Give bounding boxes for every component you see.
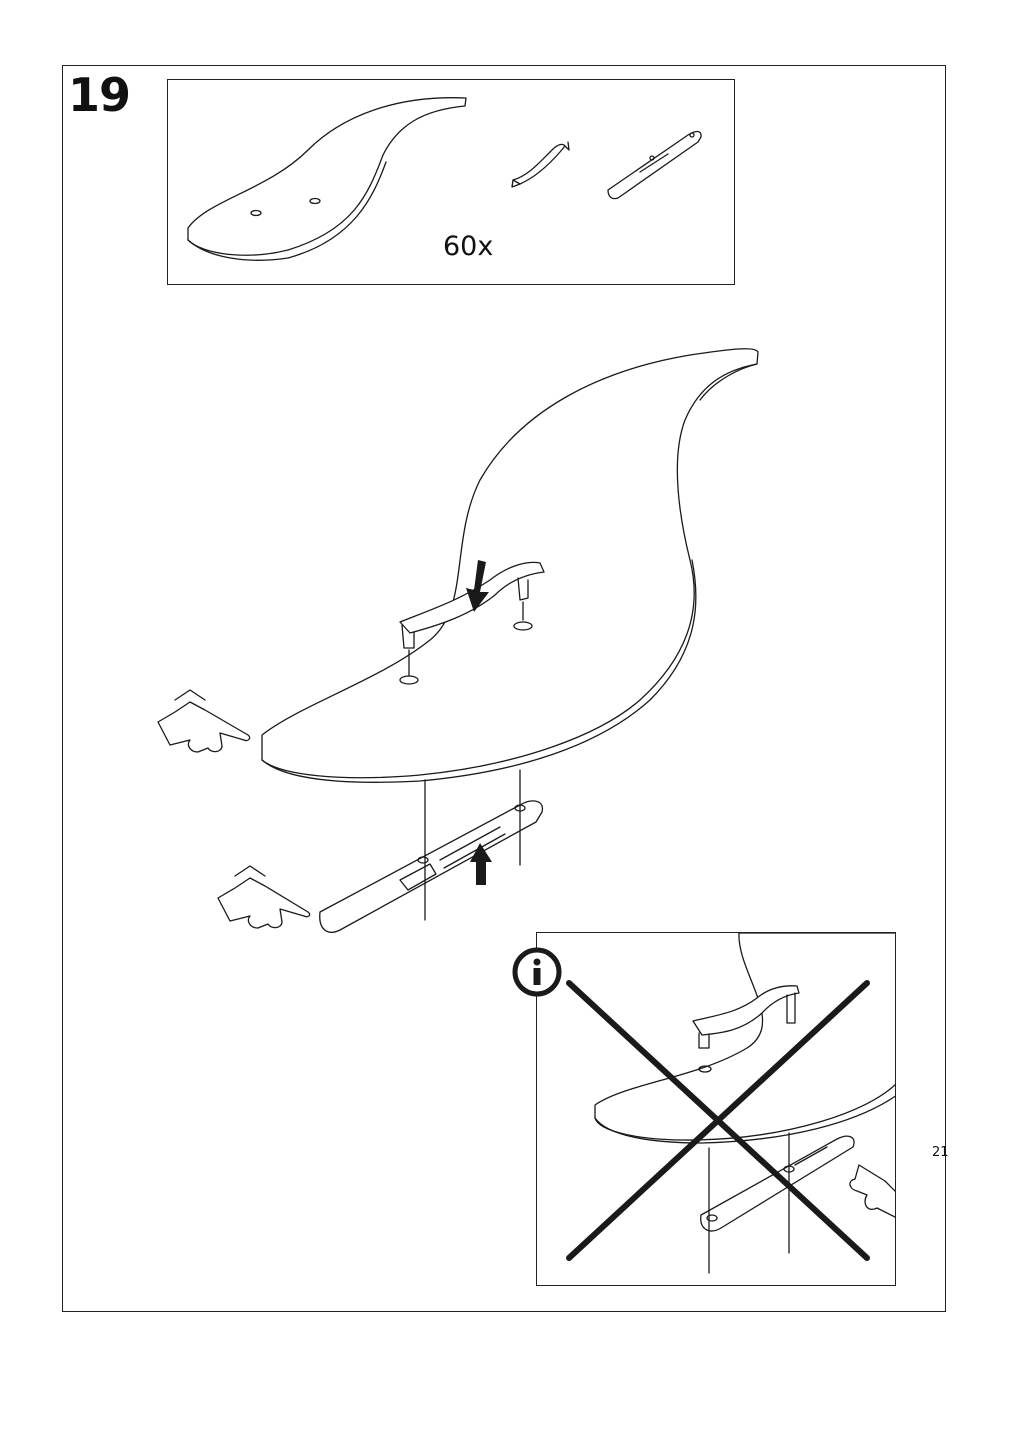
bracket-wrong [692,985,800,1073]
leaf-panel-wrong [594,933,895,1144]
incorrect-example-illustration [566,933,895,1274]
rail-wrong [700,1132,855,1274]
incorrect-example-box [536,932,896,1286]
pointing-hand-icon [849,1164,895,1218]
parts-overview-box [167,79,735,285]
step-frame [62,65,946,1312]
quantity-label: 60x [443,231,494,262]
rail-part [607,130,702,200]
parts-illustration [187,97,702,261]
step-number: 19 [68,68,131,122]
page-number: 21 [932,1145,949,1160]
cross-out-icon [566,980,870,1261]
bracket-part [511,141,570,188]
leaf-panel-part [187,97,467,261]
